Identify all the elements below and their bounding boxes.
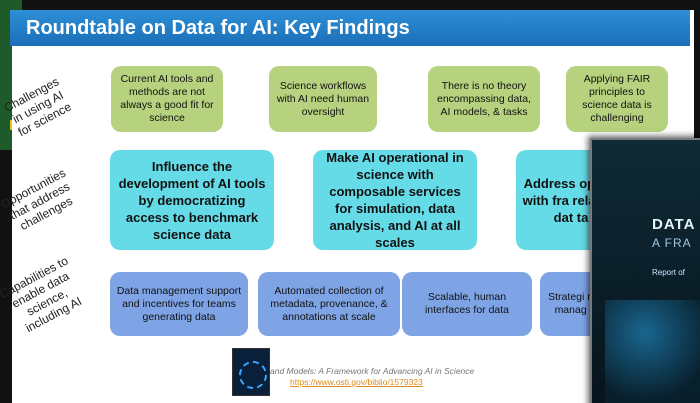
opportunity-box: Influence the development of AI tools by…	[110, 150, 274, 250]
report-cover-art	[605, 300, 700, 403]
overlay-report-label: Report of	[652, 268, 685, 277]
citation-text: and Models: A Framework for Advancing AI…	[270, 366, 475, 376]
capability-box: Data management support and incentives f…	[110, 272, 248, 336]
challenge-box: Applying FAIR principles to science data…	[566, 66, 668, 132]
capability-box: Scalable, human interfaces for data	[402, 272, 532, 336]
slide-title-bar	[10, 10, 690, 46]
overlay-subtitle: A FRA	[652, 236, 692, 250]
citation-link[interactable]: https://www.osti.gov/biblio/1579323	[290, 377, 423, 387]
opportunity-box: Make AI operational in science with comp…	[313, 150, 477, 250]
challenge-box: There is no theory encompassing data, AI…	[428, 66, 540, 132]
challenge-box: Current AI tools and methods are not alw…	[111, 66, 223, 132]
slide-title: Roundtable on Data for AI: Key Findings	[26, 17, 410, 39]
report-cover-thumbnail	[232, 348, 270, 396]
capability-box: Automated collection of metadata, proven…	[258, 272, 400, 336]
overlay-title: DATA	[652, 216, 696, 233]
challenge-box: Science workflows with AI need human ove…	[269, 66, 377, 132]
